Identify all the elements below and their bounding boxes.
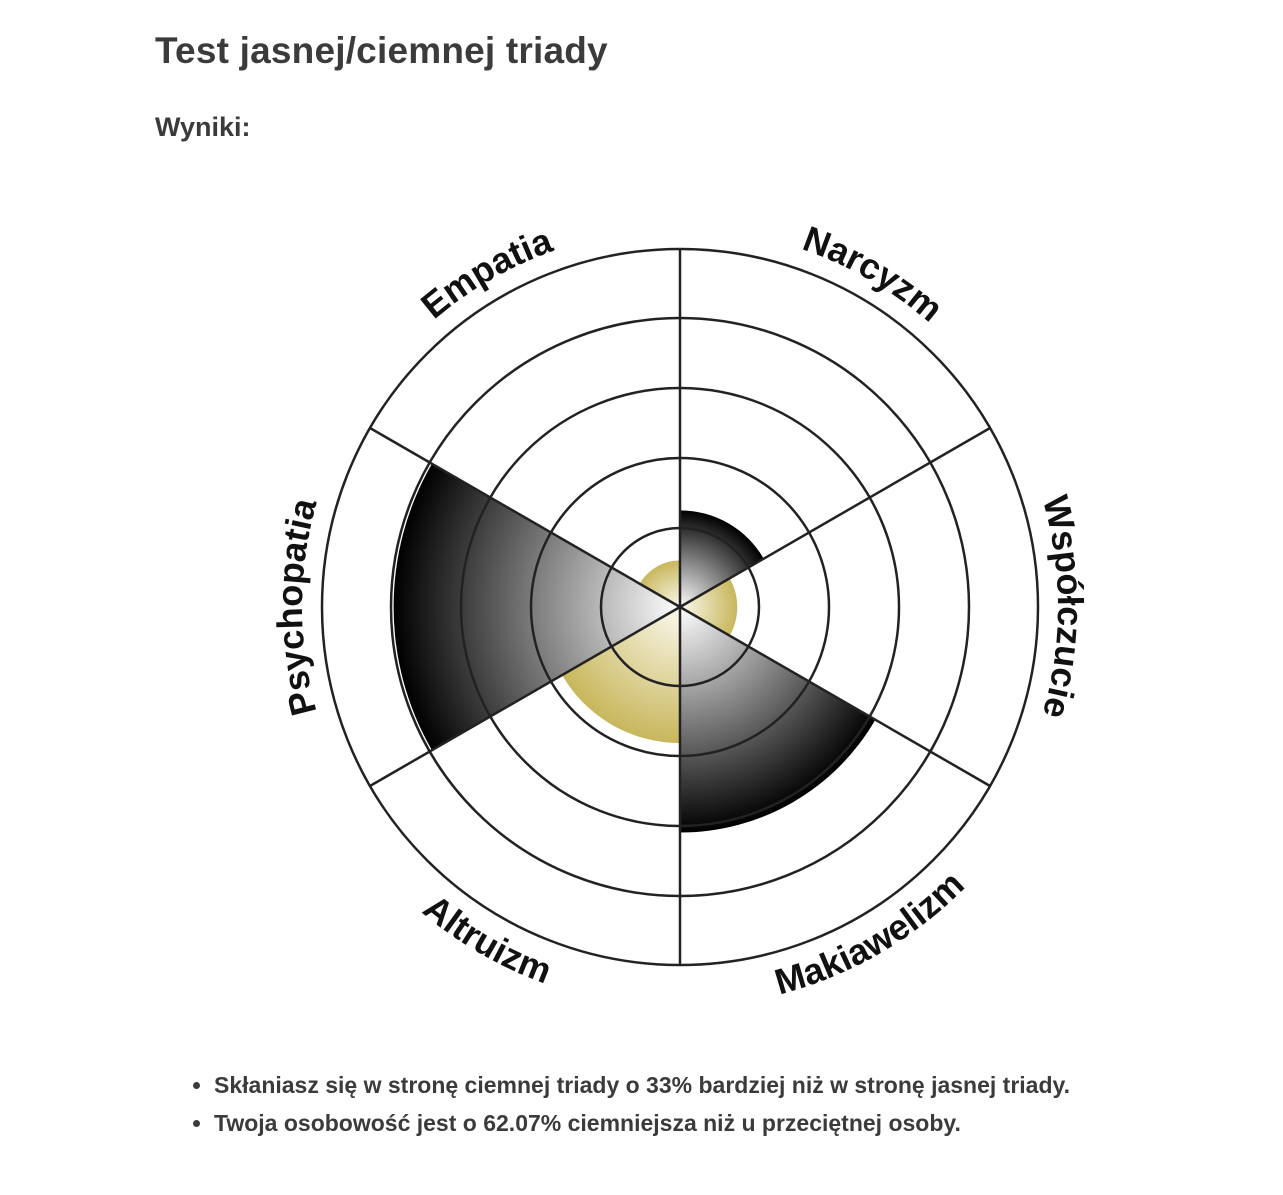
category-label: Makiawelizm	[770, 863, 972, 1002]
result-item: Skłaniasz się w stronę ciemnej triady o …	[214, 1066, 1144, 1104]
category-label: Altruizm	[416, 886, 557, 991]
category-label: Psychopatia	[269, 493, 325, 720]
dark-wedge-psychopatia	[393, 463, 680, 751]
page-title: Test jasnej/ciemnej triady	[155, 30, 608, 71]
result-item: Twoja osobowość jest o 62.07% ciemniejsz…	[214, 1104, 1144, 1142]
category-label: Współczucie	[1035, 491, 1091, 723]
dark-wedge-narcyzm	[680, 510, 764, 607]
results-heading: Wyniki:	[155, 112, 251, 142]
sector-divider	[679, 426, 991, 609]
category-label: Narcyzm	[798, 218, 951, 330]
sector-divider	[369, 426, 681, 609]
results-list: Skłaniasz się w stronę ciemnej triady o …	[190, 1066, 1144, 1142]
category-label: Empatia	[413, 219, 558, 326]
sector-divider	[369, 605, 681, 788]
sector-divider	[679, 605, 991, 788]
